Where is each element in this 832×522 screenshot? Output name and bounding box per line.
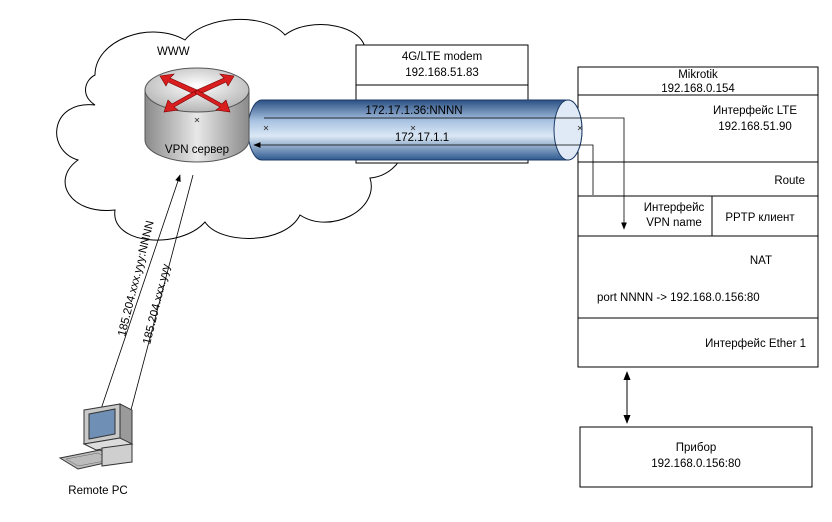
nat-label: NAT bbox=[750, 255, 772, 267]
device-box bbox=[579, 426, 813, 488]
mikrotik-ip: 192.168.0.154 bbox=[661, 83, 735, 95]
link-pc-to-server bbox=[97, 174, 181, 419]
computer-icon bbox=[58, 403, 134, 470]
modem-ip: 192.168.51.83 bbox=[405, 67, 479, 79]
cloud-label: WWW bbox=[157, 46, 190, 58]
mikrotik-name: Mikrotik bbox=[678, 69, 718, 81]
device-name: Прибор bbox=[676, 442, 716, 454]
vpn-server-label: VPN сервер bbox=[165, 144, 229, 156]
lte-interface-label: Интерфейс LTE bbox=[713, 105, 797, 117]
vpn-interface-label-2: VPN name bbox=[646, 217, 702, 229]
link-server-to-pc bbox=[125, 174, 194, 426]
ether-interface-label: Интерфейс Ether 1 bbox=[705, 338, 806, 350]
nat-rule-label: port NNNN -> 192.168.0.156:80 bbox=[597, 292, 760, 304]
vpn-interface-label-1: Интерфейс bbox=[644, 202, 705, 214]
route-label: Route bbox=[774, 175, 805, 187]
device-ip: 192.168.0.156:80 bbox=[651, 458, 741, 470]
router-icon bbox=[144, 67, 250, 163]
tunnel-line-bottom bbox=[253, 142, 594, 195]
tunnel-bottom-label: 172.17.1.1 bbox=[395, 132, 449, 144]
mikrotik-box bbox=[577, 66, 819, 368]
remote-pc-label: Remote PC bbox=[68, 485, 127, 497]
modem-name: 4G/LTE modem bbox=[402, 51, 482, 63]
tunnel-line-top bbox=[264, 117, 627, 230]
pptp-client-label: PPTP клиент bbox=[725, 212, 795, 224]
lte-interface-ip: 192.168.51.90 bbox=[718, 121, 792, 133]
tunnel-top-label: 172.17.1.36:NNNN bbox=[365, 105, 462, 117]
